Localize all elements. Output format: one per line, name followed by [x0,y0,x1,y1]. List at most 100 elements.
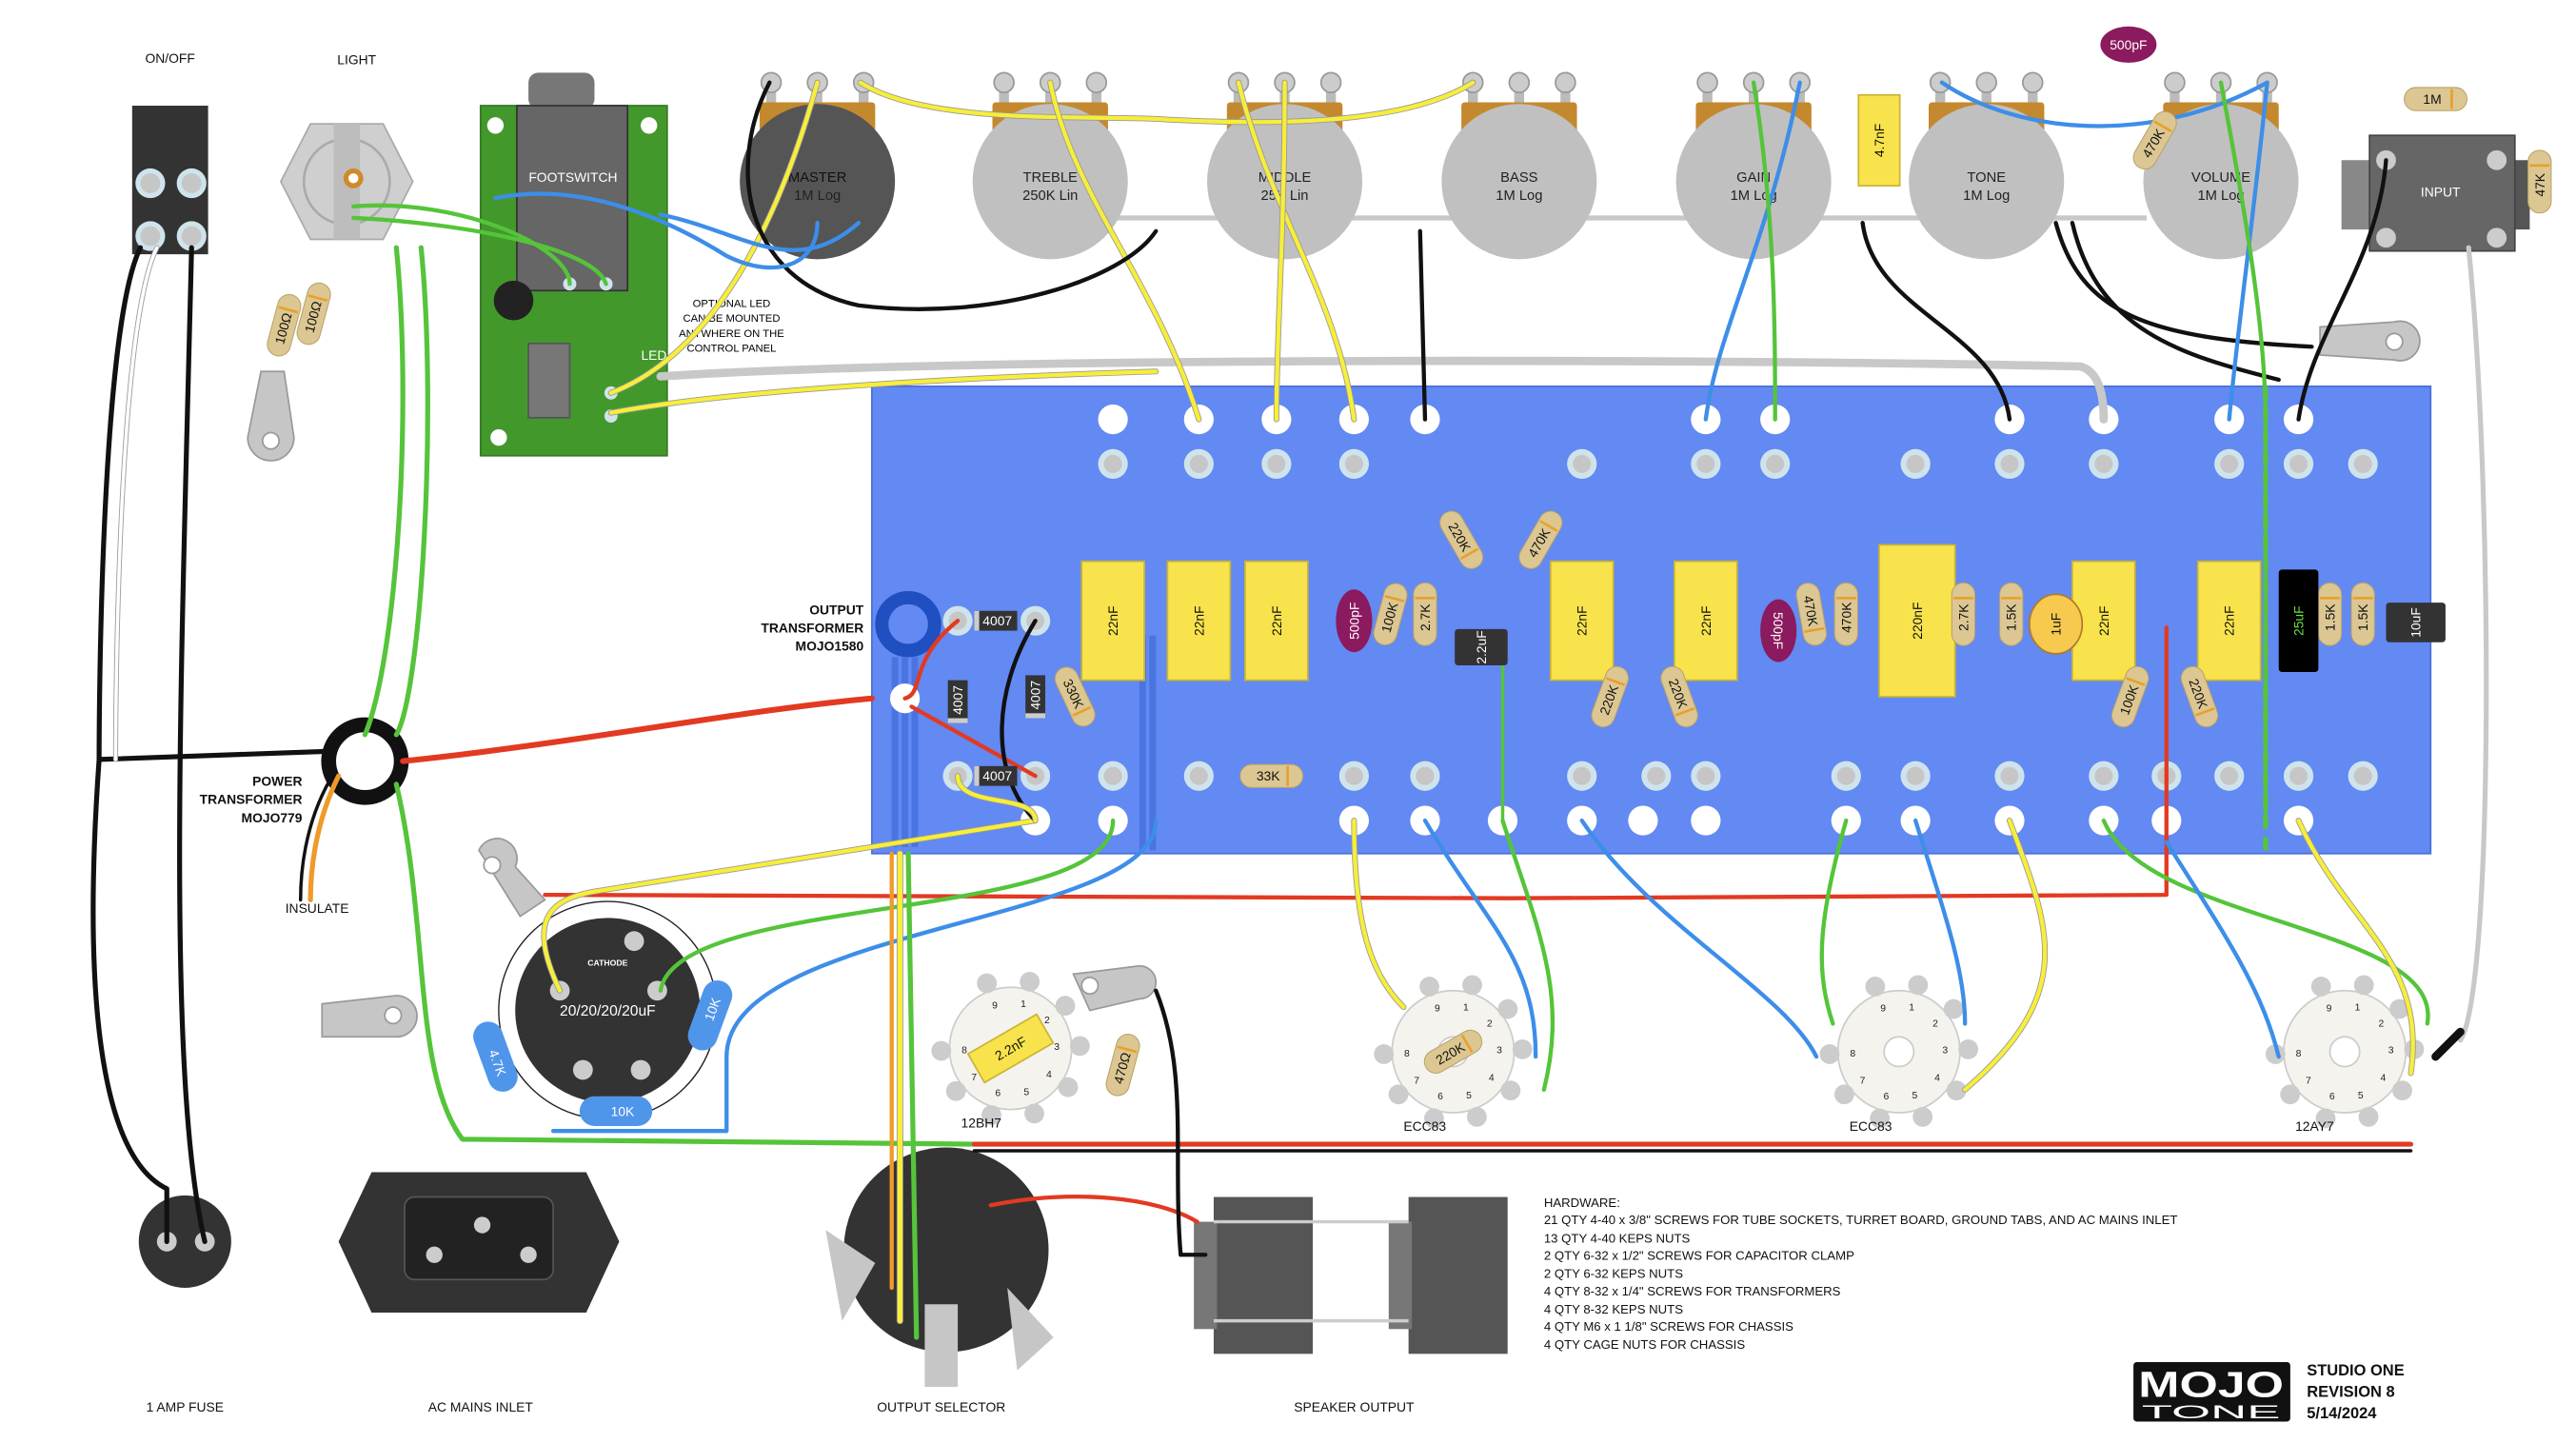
component-value: 33K [1257,768,1280,783]
wire [1352,818,1406,1010]
component-value: 10K [611,1103,635,1118]
svg-text:TRANSFORMER: TRANSFORMER [761,620,863,635]
turret [2089,761,2119,791]
turret [2214,448,2245,480]
component-value: 22nF [2222,605,2237,636]
pot-value: 1M Log [1496,188,1542,204]
component-value: 4007 [982,768,1012,783]
component-value: 1.5K [2355,603,2370,631]
wire [96,245,333,762]
turret [1831,761,1861,791]
component-value: 22nF [1191,605,1206,636]
pot-name: GAIN [1736,170,1771,186]
wire [393,245,430,738]
component-value: 4007 [982,613,1012,628]
svg-text:MOJO1580: MOJO1580 [796,638,864,653]
svg-text:4 QTY M6 x 1 1/8" SCREWS FOR C: 4 QTY M6 x 1 1/8" SCREWS FOR CHASSIS [1544,1319,1793,1334]
resistor: 220K [1423,1029,1483,1074]
turret [2214,761,2245,791]
pin-number: 2 [1044,1016,1050,1026]
component-value: 470K [1838,602,1853,633]
pin-number: 1 [2355,1003,2361,1014]
wire [2164,840,2281,1059]
output-selector [825,1147,1054,1388]
svg-text:MOJO: MOJO [2138,1364,2284,1405]
film-capacitor: 2.2nF [966,1013,1055,1084]
pin-number: 6 [1437,1092,1443,1102]
component-value: 500pF [1771,612,1786,649]
wire [656,356,2109,424]
wire [550,818,1159,1134]
film-capacitor: 22nF [1080,560,1145,682]
wire [1860,220,2012,422]
hardware-notes: HARDWARE: 21 QTY 4-40 x 3/8" SCREWS FOR … [1544,1196,2178,1352]
wire [1500,818,1556,1092]
wire [1751,80,1777,422]
wire [1048,80,1201,422]
pot-name: VOLUME [2191,170,2250,186]
wire [2296,158,2388,422]
component-value: 500pF [1346,603,1361,640]
component-value: 470K [1801,595,1822,628]
electrolytic-capacitor: 2.2uF [1455,628,1508,666]
wire [351,215,608,287]
component-value: 500pF [2110,37,2147,52]
turret [1641,761,1672,791]
wire [1703,80,1802,422]
pin-number: 9 [1435,1004,1440,1015]
wire [1274,80,1287,422]
pin-number: 5 [1912,1091,1918,1101]
pin-number: 5 [2358,1091,2364,1101]
svg-text:13 QTY 4-40 KEPS NUTS: 13 QTY 4-40 KEPS NUTS [1544,1231,1691,1245]
resistor: 33K [1239,763,1304,788]
wire [2296,818,2415,1076]
wire [1912,818,1968,1026]
pin-number: 6 [2329,1092,2335,1102]
film-capacitor: 22nF [1166,560,1232,682]
pot-value: 250K Lin [1022,188,1078,204]
resistor: 220K [2180,665,2219,728]
wire [400,695,875,764]
resistor: 220K [1660,665,1698,728]
electrolytic-capacitor: 10uF [2386,603,2446,642]
wire [542,818,1038,993]
component-value: 4007 [1028,681,1043,710]
pin-number: 9 [992,1000,998,1011]
film-capacitor: 22nF [1549,560,1615,682]
wire [608,80,820,395]
svg-text:TRANSFORMER: TRANSFORMER [200,792,303,807]
wire [2101,818,2430,1026]
wire [2431,1027,2465,1061]
turret [1628,805,1658,836]
film-capacitor: 4.7nF [1857,93,1901,188]
turret [2348,761,2378,791]
resistor: 100Ω [267,293,302,357]
turret [1338,448,1369,480]
component-value: 22nF [1698,605,1714,636]
svg-text:CONTROL PANEL: CONTROL PANEL [687,343,777,354]
wire [177,245,208,1244]
turret [2348,448,2378,480]
resistor: 100K [1373,583,1408,646]
turret [1900,448,1931,480]
resistor: 470K [1795,583,1828,646]
wire [307,773,342,902]
tube-label: ECC83 [1403,1118,1446,1134]
diode: 4007 [947,680,968,723]
wire [909,704,1038,779]
component-value: 220nF [1910,603,1925,640]
pot-value: 1M Log [1963,188,2010,204]
resistor: 2.7K [1951,582,1976,646]
svg-text:5/14/2024: 5/14/2024 [2307,1405,2377,1422]
wire [393,781,978,1147]
component-value: 22nF [1105,605,1120,636]
resistor: 470K [1833,582,1858,646]
fuse-label: 1 AMP FUSE [147,1399,224,1414]
wire [902,619,961,701]
pilot-light [279,123,414,241]
pin-number: 8 [2296,1049,2302,1059]
